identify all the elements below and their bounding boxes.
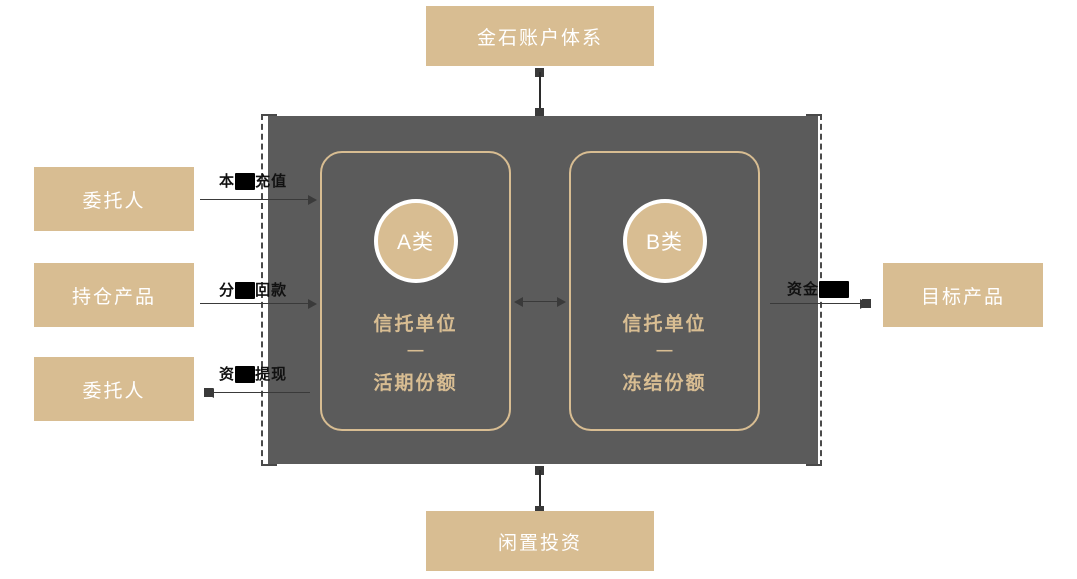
flow-withdraw-label: 资■■提现 [219,363,287,384]
inter-card-arrow-left-head [514,297,523,307]
left-box-holding-product[interactable]: 持仓产品 [34,263,194,327]
flow-withdraw-handle[interactable] [204,388,213,397]
flow-funds-redaction: ■■■ [819,281,850,298]
flow-funds-prefix: 资金 [787,281,820,298]
right-box-target-product-label: 目标产品 [920,286,1005,308]
account-a-circle-label: A类 [396,231,434,254]
panel-selection-cap-bottom-right [806,464,822,466]
account-system-panel [268,116,818,464]
flow-withdraw-prefix: 资 [219,366,236,383]
flow-repayment-redaction: ■■ [235,282,256,299]
flow-recharge-prefix: 本 [219,173,236,190]
flow-repayment-label: 分■■回款 [219,279,287,300]
account-b-line2: 冻结份额 [622,373,707,394]
flow-funds-label: 资金■■■ [787,278,850,299]
account-a-divider: — [407,342,424,359]
account-card-a[interactable]: A类 信托单位 — 活期份额 [320,151,511,431]
account-b-line1: 信托单位 [622,314,707,335]
bottom-box-label: 闲置投资 [497,532,582,554]
flow-recharge-arrowhead [308,195,317,205]
bottom-connector-line[interactable] [539,470,541,508]
panel-selection-cap-top-right [806,114,822,116]
right-box-target-product[interactable]: 目标产品 [883,263,1043,327]
flow-repayment-suffix: 回款 [255,282,288,299]
flow-withdraw-suffix: 提现 [255,366,288,383]
top-connector-handle-lower[interactable] [535,108,544,117]
left-box-trustor-2-label: 委托人 [82,380,146,402]
bottom-box-idle-investment[interactable]: 闲置投资 [426,511,654,571]
panel-selection-cap-bottom-left [261,464,277,466]
left-box-holding-product-label: 持仓产品 [71,286,156,308]
account-a-circle: A类 [373,199,458,283]
account-a-line2: 活期份额 [373,373,458,394]
flow-recharge-suffix: 充值 [255,173,288,190]
left-box-trustor-1-label: 委托人 [82,190,146,212]
top-connector-line[interactable] [539,72,541,112]
flow-funds-handle[interactable] [862,299,871,308]
left-box-trustor-2[interactable]: 委托人 [34,357,194,421]
left-box-trustor-1[interactable]: 委托人 [34,167,194,231]
flow-funds-line [770,303,866,304]
flow-recharge-label: 本■■充值 [219,170,287,191]
flow-withdraw-redaction: ■■ [235,366,256,383]
inter-card-arrow-right-head [557,297,566,307]
account-a-line1: 信托单位 [373,314,458,335]
top-box-account-system[interactable]: 金石账户体系 [426,6,654,66]
flow-recharge-redaction: ■■ [235,173,256,190]
panel-selection-cap-top-left [261,114,277,116]
account-b-circle: B类 [622,199,707,283]
account-b-divider: — [656,342,673,359]
top-box-label: 金石账户体系 [476,27,603,49]
flow-repayment-arrowhead [308,299,317,309]
flow-withdraw-line [212,392,310,393]
bottom-connector-handle-lower[interactable] [535,506,544,515]
flow-repayment-prefix: 分 [219,282,236,299]
account-b-circle-label: B类 [645,231,683,254]
flow-repayment-line [200,303,310,304]
inter-card-arrow-line [521,301,559,302]
flow-recharge-line [200,199,310,200]
account-card-b[interactable]: B类 信托单位 — 冻结份额 [569,151,760,431]
